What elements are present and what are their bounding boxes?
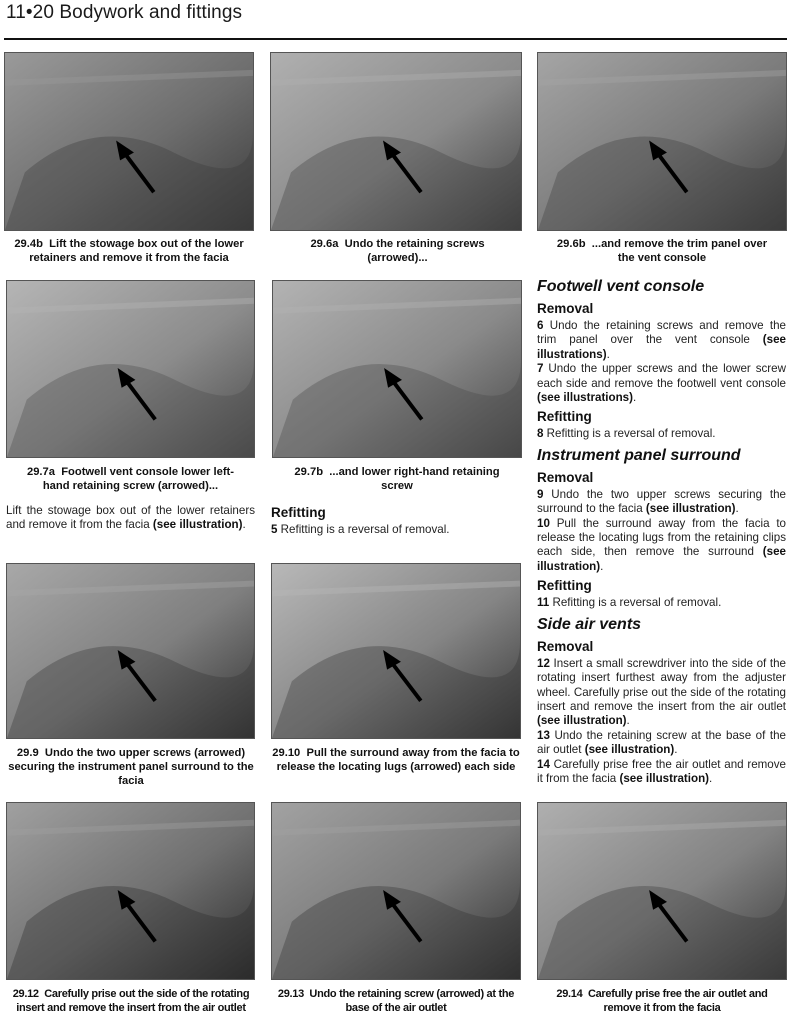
step-12: 12 Insert a small screwdriver into the s…	[537, 656, 786, 728]
removal-heading: Removal	[537, 638, 594, 654]
photo-image	[273, 281, 521, 457]
caption-29-12: 29.12 Carefully prise out the side of th…	[12, 988, 250, 1014]
header-rule	[4, 38, 787, 40]
caption-29-6b: 29.6b ...and remove the trim panel over …	[556, 238, 768, 264]
caption-29-7a: 29.7a Footwell vent console lower left-h…	[26, 466, 235, 492]
caption-29-6a: 29.6a Undo the retaining screws (arrowed…	[310, 238, 485, 264]
photo-image	[5, 53, 253, 230]
step-13: 13 Undo the retaining screw at the base …	[537, 728, 786, 757]
arrow-icon	[116, 140, 156, 194]
removal-heading: Removal	[537, 301, 594, 316]
photo-29-10	[271, 563, 521, 739]
arrow-icon	[649, 140, 689, 194]
section-title-footwell-vent-console: Footwell vent console	[537, 278, 705, 295]
arrow-icon	[117, 890, 157, 943]
photo-image	[272, 803, 520, 979]
photo-29-14	[537, 802, 787, 980]
photo-29-7b	[272, 280, 522, 458]
photo-image	[272, 564, 520, 738]
photo-image	[538, 803, 786, 979]
caption-29-10: 29.10 Pull the surround away from the fa…	[272, 747, 520, 773]
arrow-icon	[384, 368, 424, 421]
section-title-side-air-vents: Side air vents	[537, 615, 642, 633]
refitting-heading: Refitting	[537, 578, 592, 594]
section-title-instrument-panel-surround: Instrument panel surround	[537, 446, 741, 464]
arrow-icon	[117, 368, 157, 421]
step-10: 10 Pull the surround away from the facia…	[537, 516, 786, 573]
step-6: 6 Undo the retaining screws and remove t…	[537, 319, 786, 361]
refitting-heading: Refitting	[271, 505, 326, 520]
photo-29-13	[271, 802, 521, 980]
caption-29-4b: 29.4b Lift the stowage box out of the lo…	[14, 238, 244, 264]
caption-29-7b: 29.7b ...and lower right-hand retaining …	[294, 466, 500, 492]
step-11: 11 Refitting is a reversal of removal.	[537, 596, 722, 610]
step-7: 7 Undo the upper screws and the lower sc…	[537, 362, 786, 405]
photo-29-12	[6, 802, 255, 980]
refitting-heading: Refitting	[537, 409, 592, 425]
photo-29-9	[6, 563, 255, 739]
photo-image	[538, 53, 786, 230]
arrow-icon	[383, 650, 423, 703]
step-8: 8 Refitting is a reversal of removal.	[537, 427, 716, 441]
right-column-text: Footwell vent console Removal 6 Undo the…	[537, 275, 786, 786]
step-9: 9 Undo the two upper screws securing the…	[537, 487, 786, 516]
stowage-box-paragraph: Lift the stowage box out of the lower re…	[6, 504, 255, 532]
photo-29-7a	[6, 280, 255, 458]
arrow-icon	[117, 650, 157, 703]
photo-29-6a	[270, 52, 522, 231]
arrow-icon	[383, 890, 423, 943]
photo-image	[7, 564, 254, 738]
page-header: 11•20 Bodywork and fittings	[6, 2, 243, 23]
caption-29-13: 29.13 Undo the retaining screw (arrowed)…	[277, 988, 515, 1014]
photo-image	[271, 53, 521, 230]
removal-heading: Removal	[537, 469, 594, 485]
refitting-section-5: Refitting 5 Refitting is a reversal of r…	[271, 501, 521, 537]
photo-29-6b	[537, 52, 787, 231]
arrow-icon	[383, 140, 423, 194]
caption-29-9: 29.9 Undo the two upper screws (arrowed)…	[8, 747, 254, 787]
photo-29-4b	[4, 52, 254, 231]
arrow-icon	[649, 890, 689, 943]
step-14: 14 Carefully prise free the air outlet a…	[537, 757, 786, 785]
caption-29-14: 29.14 Carefully prise free the air outle…	[556, 988, 768, 1014]
photo-image	[7, 803, 254, 979]
photo-image	[7, 281, 254, 457]
